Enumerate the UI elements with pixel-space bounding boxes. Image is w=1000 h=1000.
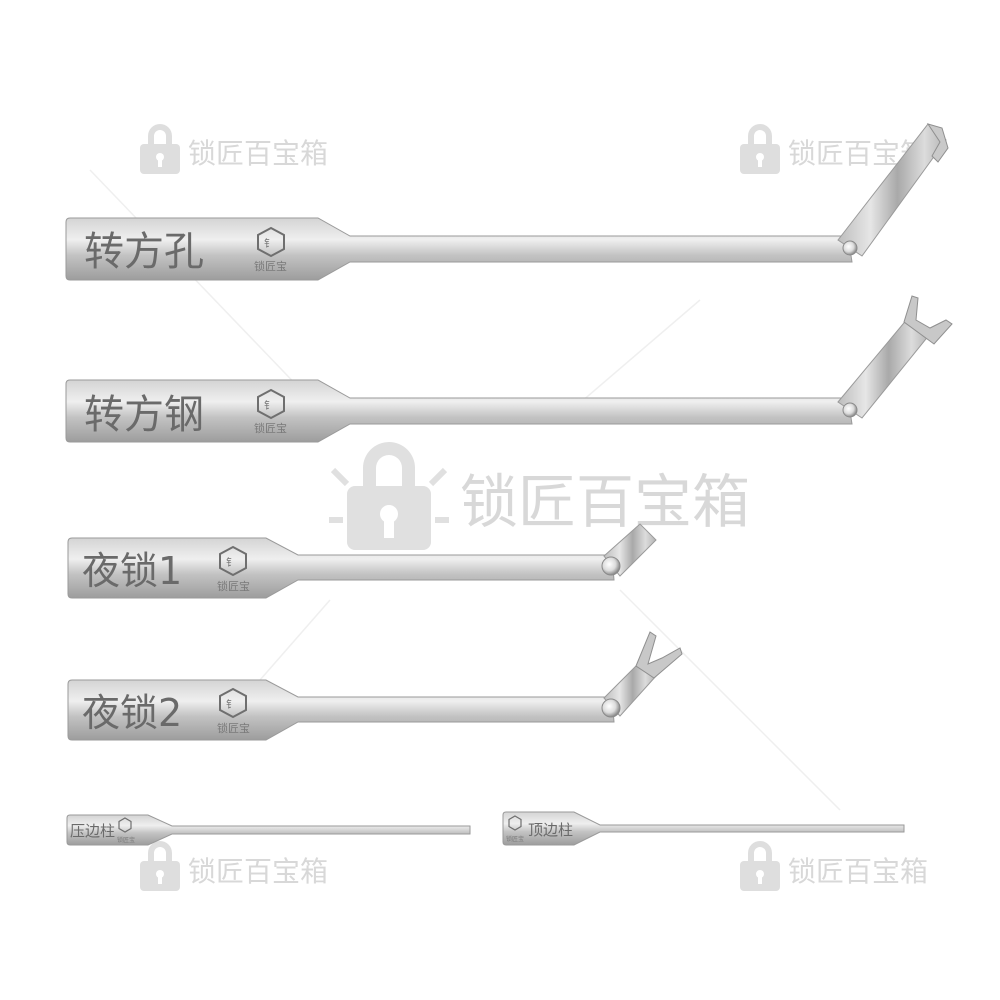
watermark-center: 锁匠百宝箱 [329,442,750,550]
watermark-lock-icon [140,124,180,174]
tool-1: 转方孔 钅 锁匠宝 [65,123,949,281]
svg-text:钅: 钅 [264,237,274,250]
tool-4-label: 夜锁2 [82,691,182,735]
brand-caption: 锁匠宝 [254,259,287,273]
watermark-text: 锁匠百宝箱 [188,137,328,170]
watermark-text: 锁匠百宝箱 [460,468,750,536]
watermark-lock-icon [140,841,180,891]
brand-caption: 锁匠宝 [217,721,250,735]
tool-4-fork-tip [635,631,683,679]
tool-5: 压边柱 锁匠宝 [66,814,471,846]
hexagon-brand-icon [118,817,132,833]
watermark-bottom-right: 锁匠百宝箱 [740,841,928,891]
hexagon-brand-icon: 钅 [257,388,285,420]
watermark-text: 锁匠百宝箱 [188,855,328,888]
tool-6: 锁匠宝 顶边柱 [502,811,905,846]
tool-1-label: 转方孔 [84,229,204,275]
tool-2-pivot-pin [842,402,858,418]
brand-caption: 锁匠宝 [506,835,524,843]
tool-4: 夜锁2 钅 锁匠宝 [67,631,683,741]
watermark-lock-icon [740,841,780,891]
tool-2-fork-tip [903,295,953,345]
watermark-lock-icon [740,124,780,174]
tool-2-label: 转方钢 [84,392,204,438]
tool-6-label: 顶边柱 [528,821,573,839]
watermark-bottom-left: 锁匠百宝箱 [140,841,328,891]
hexagon-brand-icon: 钅 [219,687,247,719]
tool-3: 夜锁1 钅 锁匠宝 [67,523,657,599]
tool-3-body [67,537,615,599]
watermark-text: 锁匠百宝箱 [788,855,928,888]
brand-caption: 锁匠宝 [217,579,250,593]
brand-caption: 锁匠宝 [117,836,135,844]
svg-text:钅: 钅 [226,556,236,569]
svg-text:钅: 钅 [226,698,236,711]
brand-caption: 锁匠宝 [254,421,287,435]
watermark-top-left: 锁匠百宝箱 [140,124,328,174]
tool-4-pivot-pin [601,698,621,718]
tool-3-label: 夜锁1 [82,549,182,593]
tool-3-pivot-pin [601,556,621,576]
tool-4-body [67,679,615,741]
svg-text:钅: 钅 [264,399,274,412]
tool-5-label: 压边柱 [70,822,115,840]
tool-5-body [66,814,471,846]
hexagon-brand-icon: 钅 [257,226,285,258]
hexagon-brand-icon: 钅 [219,545,247,577]
tool-6-body [502,811,905,846]
watermark-lock-icon [329,442,449,550]
tool-1-hook-tip [926,123,949,163]
tool-2: 转方钢 钅 锁匠宝 [65,295,953,443]
tool-1-pivot-pin [842,240,858,256]
hexagon-brand-icon [508,815,522,831]
